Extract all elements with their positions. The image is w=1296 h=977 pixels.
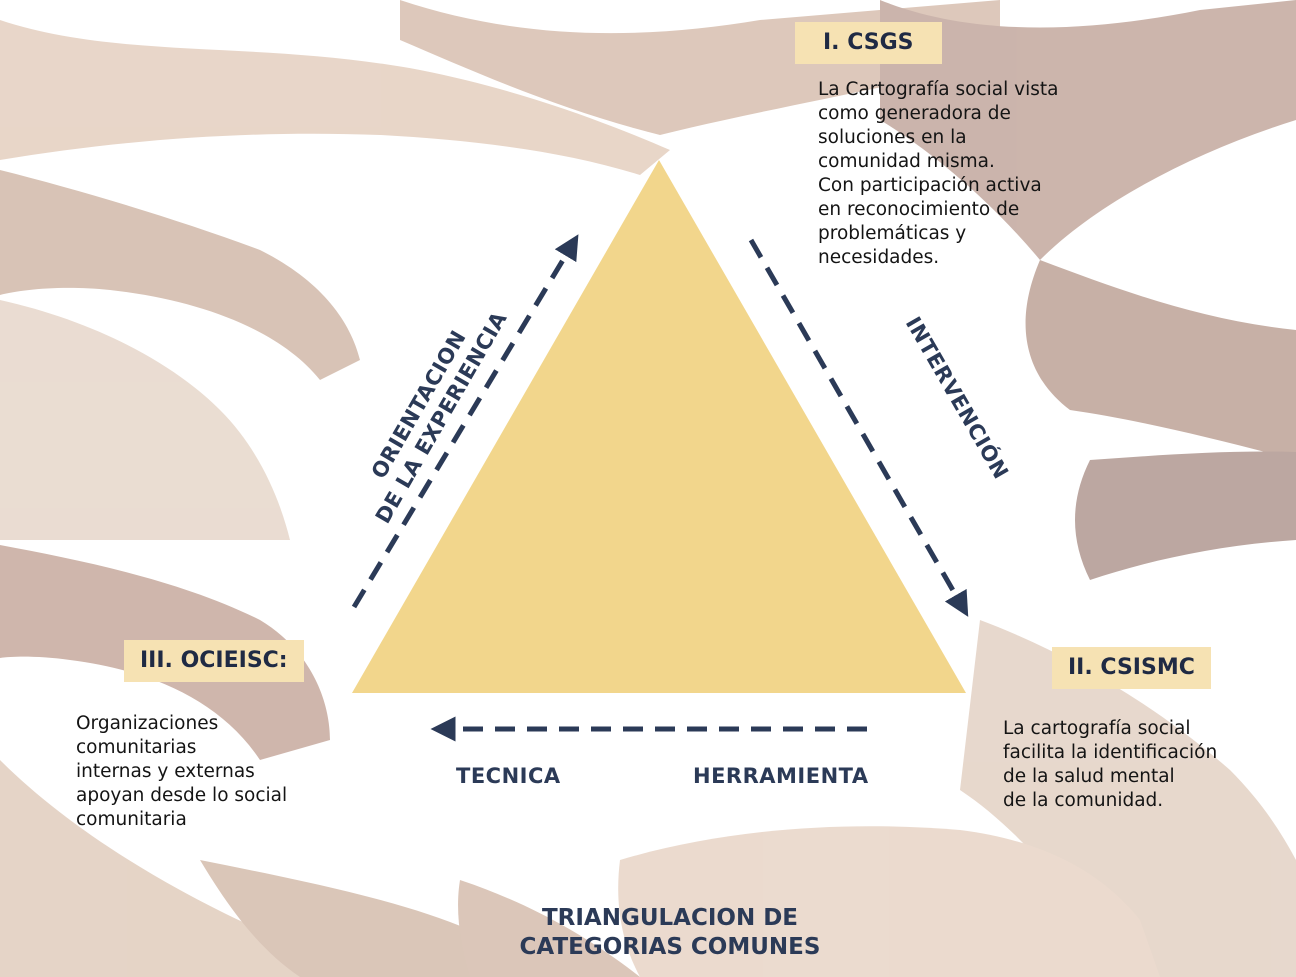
arm-top-right (880, 0, 1296, 260)
description-csismc: La cartografía social facilita la identi… (1003, 718, 1218, 811)
arm-top-left (0, 20, 670, 175)
arrow-right-down (748, 238, 969, 617)
arrow-left-up (351, 234, 579, 609)
tag-ocieisc: III. OCIEISC: (124, 640, 304, 682)
description-ocieisc: Organizaciones comunitarias internas y e… (76, 713, 288, 830)
description-csgs: La Cartografía social vista como generad… (818, 79, 1059, 268)
tag-csismc: II. CSISMC (1052, 647, 1211, 689)
arm-bottom-center (458, 880, 640, 977)
central-triangle (352, 160, 966, 693)
arm-right-mid (1075, 451, 1296, 580)
arm-right-upper (1025, 260, 1296, 460)
label-herramienta: HERRAMIENTA (693, 764, 869, 788)
tag-csgs: I. CSGS (795, 22, 942, 64)
arm-left-upper (0, 170, 360, 380)
label-tecnica: TECNICA (456, 764, 561, 788)
arm-bottom-right (618, 826, 1160, 977)
arm-right-lower (960, 620, 1296, 977)
arm-left-mid (0, 300, 290, 540)
arm-bottom-left (0, 760, 350, 977)
diagram-title: TRIANGULACION DE CATEGORIAS COMUNES (519, 905, 821, 960)
